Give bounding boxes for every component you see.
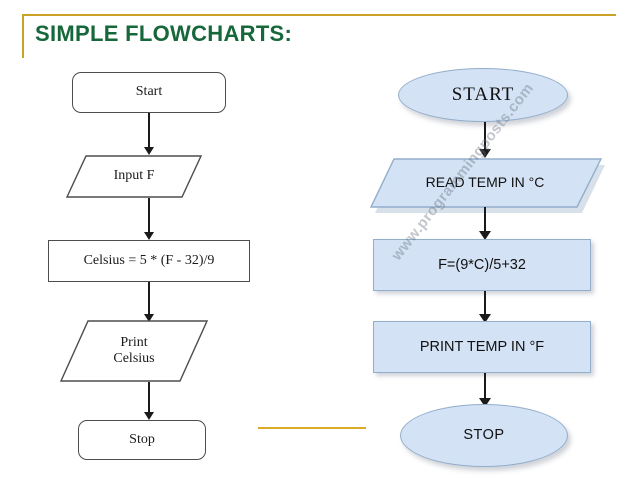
right-node-formula: F=(9*C)/5+32	[373, 239, 591, 291]
title-rule-top	[22, 14, 616, 16]
left-node-print: Print Celsius	[60, 320, 208, 382]
right-node-start-label: START	[451, 84, 515, 106]
left-arrow-process-to-print	[139, 282, 159, 322]
right-arrow-read-to-formula	[475, 207, 495, 240]
right-arrow-start-to-read	[475, 122, 495, 158]
left-node-print-line2: Celsius	[113, 351, 155, 366]
page-title: SIMPLE FLOWCHARTS:	[35, 21, 293, 46]
left-node-start: Start	[72, 72, 226, 113]
left-node-print-line1: Print	[120, 334, 148, 350]
right-arrow-print-to-stop	[475, 373, 495, 407]
left-node-process: Celsius = 5 * (F - 32)/9	[48, 240, 250, 282]
right-node-read: READ TEMP IN °C	[370, 157, 605, 213]
left-input-parallelogram-shape	[66, 155, 202, 198]
left-node-start-label: Start	[135, 84, 163, 100]
left-arrow-start-to-input	[139, 113, 159, 155]
right-node-stop-label: STOP	[463, 427, 505, 444]
divider-rule	[258, 427, 366, 429]
right-node-formula-label: F=(9*C)/5+32	[438, 256, 526, 273]
left-node-print-label: Print Celsius	[60, 320, 208, 382]
left-node-process-label: Celsius = 5 * (F - 32)/9	[83, 252, 215, 268]
right-node-stop: STOP	[400, 404, 568, 467]
left-node-input: Input F	[66, 155, 202, 198]
left-node-stop: Stop	[78, 420, 206, 460]
left-node-input-label: Input F	[113, 168, 155, 184]
left-node-stop-label: Stop	[129, 431, 155, 447]
left-print-parallelogram-shape	[60, 320, 208, 382]
right-node-print-label: PRINT TEMP IN °F	[419, 338, 545, 355]
right-arrow-formula-to-print	[475, 291, 495, 323]
right-node-start: START	[398, 68, 568, 122]
left-arrow-print-to-stop	[139, 382, 159, 420]
right-node-print: PRINT TEMP IN °F	[373, 321, 591, 373]
right-node-read-label: READ TEMP IN °C	[425, 174, 545, 191]
left-arrow-input-to-process	[139, 198, 159, 240]
right-read-parallelogram-shape	[370, 158, 605, 213]
title-rule-left	[22, 14, 24, 58]
